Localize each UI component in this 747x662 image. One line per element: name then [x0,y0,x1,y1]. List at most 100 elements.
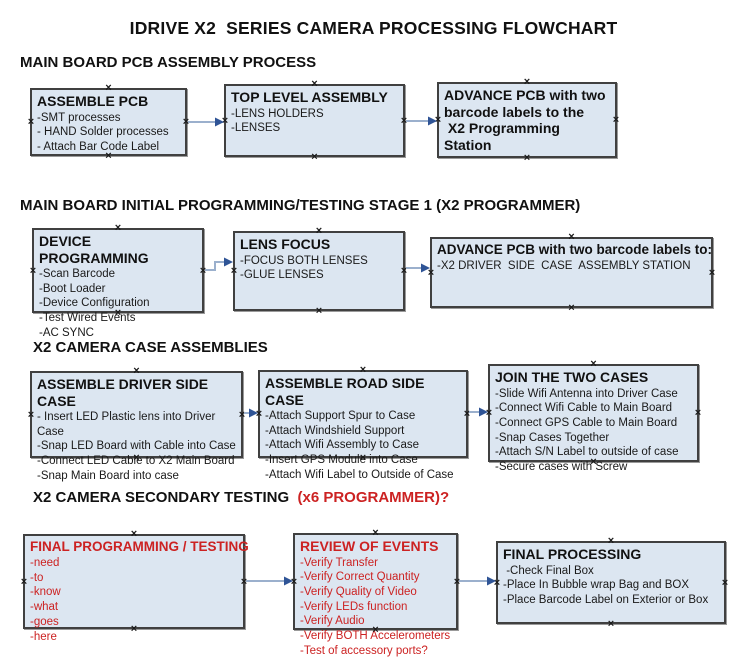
resize-handle-left[interactable] [220,116,230,126]
resize-handle-top[interactable] [314,226,324,236]
box-item: -Verify BOTH Accelerometers [300,630,451,643]
resize-handle-top[interactable] [567,232,577,242]
box-assemble-road-side-case[interactable]: ASSEMBLE ROAD SIDE CASE -Attach Support … [258,370,468,481]
box-item: -Scan Barcode [39,268,116,281]
page-title: IDRIVE X2 SERIES CAMERA PROCESSING FLOWC… [129,18,618,38]
box-final-processing[interactable]: FINAL PROCESSING -Check Final Box-Place … [496,541,726,624]
box-item: - HAND Solder processes [37,126,169,139]
resize-handle-right[interactable] [720,578,730,588]
box-advance-pcb-programming-station[interactable]: ADVANCE PCB with two barcode labels to t… [437,82,617,158]
box-item: -know [30,586,61,599]
resize-handle-right[interactable] [452,577,462,587]
section-heading-secondary-testing: X2 CAMERA SECONDARY TESTING (x6 PROGRAMM… [33,489,449,506]
resize-handle-bottom[interactable] [606,619,616,629]
section-heading-case-assemblies: X2 CAMERA CASE ASSEMBLIES [33,339,268,356]
box-lens-focus[interactable]: LENS FOCUS -FOCUS BOTH LENSES-GLUE LENSE… [233,231,405,311]
resize-handle-top[interactable] [310,79,320,89]
resize-handle-bottom[interactable] [358,453,368,463]
resize-handle-right[interactable] [198,266,208,276]
resize-handle-top[interactable] [522,77,532,87]
resize-handle-left[interactable] [28,266,38,276]
box-title: ADVANCE PCB with two barcode labels to: [437,242,713,257]
box-top-level-assembly[interactable]: TOP LEVEL ASSEMBLY -LENS HOLDERS-LENSES [224,84,405,157]
resize-handle-left[interactable] [26,117,36,127]
resize-handle-right[interactable] [399,266,409,276]
flow-arrow[interactable] [459,576,496,586]
resize-handle-right[interactable] [181,117,191,127]
resize-handle-right[interactable] [399,116,409,126]
resize-handle-right[interactable] [693,408,703,418]
box-item: -Test of accessory ports? [300,644,428,657]
resize-handle-right[interactable] [462,409,472,419]
box-item: -Device Configuration [39,297,150,310]
box-title: ASSEMBLE PCB [37,93,149,109]
box-review-of-events[interactable]: REVIEW OF EVENTS -Verify Transfer-Verify… [293,533,458,657]
resize-handle-right[interactable] [239,577,249,587]
box-item: -SMT processes [37,111,121,124]
resize-handle-right[interactable] [707,268,717,278]
box-item: -Attach Wifi Label to Outside of Case [265,468,454,481]
box-item: -Connect LED Cable to X2 Main Board [37,455,235,468]
box-join-the-two-cases[interactable]: JOIN THE TWO CASES -Slide Wifi Antenna i… [488,364,699,473]
resize-handle-left[interactable] [426,268,436,278]
resize-handle-bottom[interactable] [567,303,577,313]
resize-handle-left[interactable] [492,578,502,588]
box-advance-pcb-driver-side-station[interactable]: ADVANCE PCB with two barcode labels to: … [430,237,713,308]
resize-handle-top[interactable] [589,359,599,369]
resize-handle-bottom[interactable] [522,153,532,163]
box-item: -Snap Cases Together [495,431,610,444]
box-title: ADVANCE PCB with two barcode labels to t… [444,87,606,153]
box-item: -Verify Quality of Video [300,585,417,598]
resize-handle-bottom[interactable] [310,152,320,162]
box-assemble-pcb[interactable]: ASSEMBLE PCB -SMT processes - HAND Solder… [30,88,187,156]
resize-handle-right[interactable] [237,410,247,420]
box-item: -Verify Transfer [300,556,378,569]
box-device-programming[interactable]: DEVICE PROGRAMMING -Scan Barcode-Boot Lo… [32,228,204,339]
box-items: -Verify Transfer-Verify Correct Quantity… [300,556,451,659]
resize-handle-bottom[interactable] [314,306,324,316]
section-heading-pcb-assembly: MAIN BOARD PCB ASSEMBLY PROCESS [20,54,317,71]
resize-handle-left[interactable] [484,408,494,418]
resize-handle-left[interactable] [26,410,36,420]
box-item: -LENSES [231,122,281,135]
box-item: -Verify Audio [300,615,365,628]
resize-handle-bottom[interactable] [104,151,114,161]
box-item: -Secure cases with Screw [495,461,628,474]
resize-handle-top[interactable] [113,223,123,233]
resize-handle-bottom[interactable] [371,625,381,635]
flow-arrow[interactable] [188,117,224,127]
resize-handle-top[interactable] [606,536,616,546]
resize-handle-bottom[interactable] [113,308,123,318]
resize-handle-top[interactable] [371,528,381,538]
flow-arrow[interactable] [246,576,293,586]
box-item: -Attach Wifi Assembly to Case [265,439,420,452]
box-items: -X2 DRIVER SIDE CASE ASSEMBLY STATION [437,259,706,274]
resize-handle-top[interactable] [104,83,114,93]
box-item: -Boot Loader [39,282,106,295]
box-item: -Attach Support Spur to Case [265,410,416,423]
resize-handle-left[interactable] [433,115,443,125]
box-items: - Insert LED Plastic lens into Driver Ca… [37,410,236,484]
box-item: -AC SYNC [39,326,94,339]
box-title: DEVICE PROGRAMMING [39,233,149,266]
box-title: REVIEW OF EVENTS [300,538,439,554]
resize-handle-bottom[interactable] [132,453,142,463]
resize-handle-top[interactable] [358,365,368,375]
resize-handle-left[interactable] [254,409,264,419]
box-item: -Connect Wifi Cable to Main Board [495,402,673,415]
box-item: -LENS HOLDERS [231,107,324,120]
resize-handle-left[interactable] [19,577,29,587]
resize-handle-top[interactable] [129,529,139,539]
resize-handle-left[interactable] [289,577,299,587]
box-item: -Attach S/N Label to outside of case [495,446,679,459]
resize-handle-right[interactable] [611,115,621,125]
box-final-programming-testing[interactable]: FINAL PROGRAMMING / TESTING -need-to-kno… [23,534,249,643]
box-assemble-driver-side-case[interactable]: ASSEMBLE DRIVER SIDE CASE - Insert LED P… [30,371,243,482]
box-item: -Place In Bubble wrap Bag and BOX [503,579,690,592]
resize-handle-top[interactable] [132,366,142,376]
box-item: -Slide Wifi Antenna into Driver Case [495,387,678,400]
resize-handle-left[interactable] [229,266,239,276]
box-items: -LENS HOLDERS -LENSES [231,107,398,136]
resize-handle-bottom[interactable] [589,457,599,467]
resize-handle-bottom[interactable] [129,624,139,634]
